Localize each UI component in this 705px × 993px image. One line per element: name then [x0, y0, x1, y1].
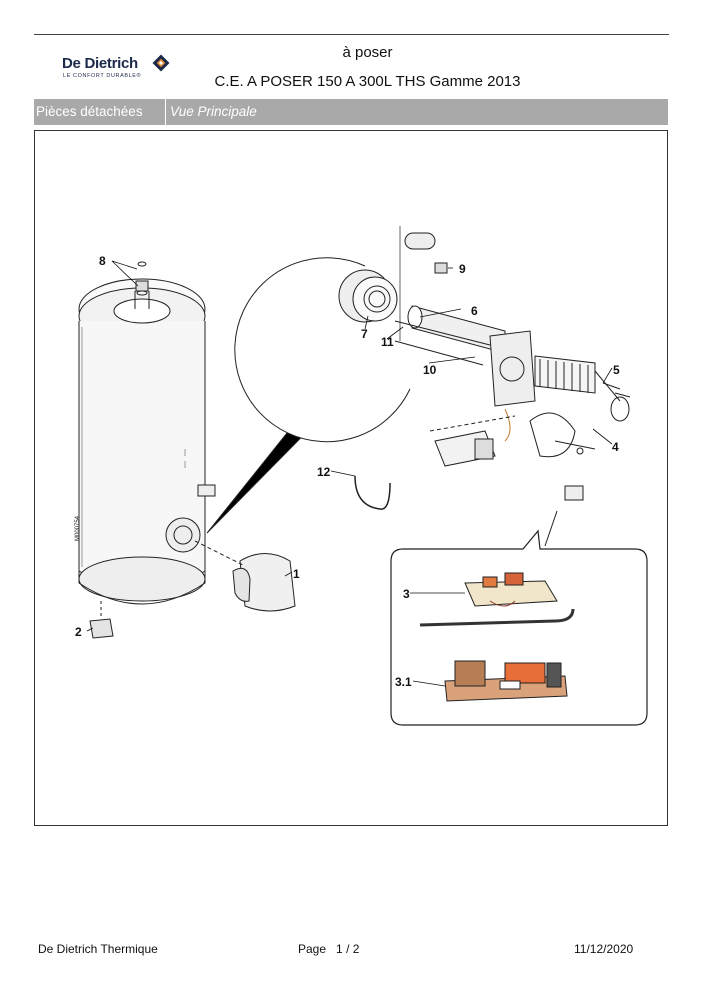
- pcb-board-3: [419, 572, 575, 627]
- callout-9: 8: [99, 254, 106, 268]
- callout-11: 11: [381, 335, 394, 349]
- heating-element-assembly: [489, 330, 630, 442]
- footer-company: De Dietrich Thermique: [38, 942, 158, 956]
- page-label: Page: [298, 942, 327, 956]
- callout-12: 12: [317, 465, 331, 479]
- cover-part: [232, 553, 296, 612]
- callout-10: 10: [423, 363, 437, 377]
- callout-8: 9: [459, 262, 466, 276]
- exploded-view-frame: 8 9 6 7 11 10 5 4 12 1 2 3 3.1 M000754: [34, 130, 668, 826]
- section-header-bar: Pièces détachées Vue Principale: [34, 99, 668, 125]
- callout-2: 2: [75, 625, 82, 639]
- footer-page-number: Page 1 / 2: [298, 942, 359, 956]
- callout-1: 1: [293, 567, 300, 581]
- callout-7: 7: [361, 327, 368, 341]
- tab-spare-parts[interactable]: Pièces détachées: [34, 99, 166, 125]
- callout-4: 4: [612, 440, 619, 454]
- callout-3-1: 3.1: [395, 675, 412, 689]
- pcb-board-3-1: [444, 660, 568, 702]
- logo-tagline: LE CONFORT DURABLE®: [63, 73, 142, 79]
- page-separator: /: [346, 942, 350, 956]
- callout-5: 5: [613, 363, 620, 377]
- flange-detail: [338, 226, 436, 341]
- page-current: 1: [336, 942, 343, 956]
- exploded-view-diagram: 8 9 6 7 11 10 5 4 12 1 2 3 3.1 M000754: [75, 226, 648, 726]
- page-total: 2: [352, 942, 360, 956]
- callout-6: 6: [471, 304, 478, 318]
- tab-main-view[interactable]: Vue Principale: [170, 104, 257, 119]
- logo-diamond-icon: [152, 54, 170, 72]
- tank-illustration: [78, 261, 216, 605]
- page-title: C.E. A POSER 150 A 300L THS Gamme 2013: [214, 73, 521, 90]
- logo-brand-text: De Dietrich: [62, 55, 138, 72]
- callout-3: 3: [403, 587, 410, 601]
- footer-date: 11/12/2020: [574, 942, 634, 956]
- top-rule: [34, 34, 669, 35]
- brand-logo: De Dietrich LE CONFORT DURABLE®: [62, 52, 172, 84]
- drawing-code: M000754: [75, 515, 81, 541]
- page-subtitle: à poser: [342, 44, 393, 61]
